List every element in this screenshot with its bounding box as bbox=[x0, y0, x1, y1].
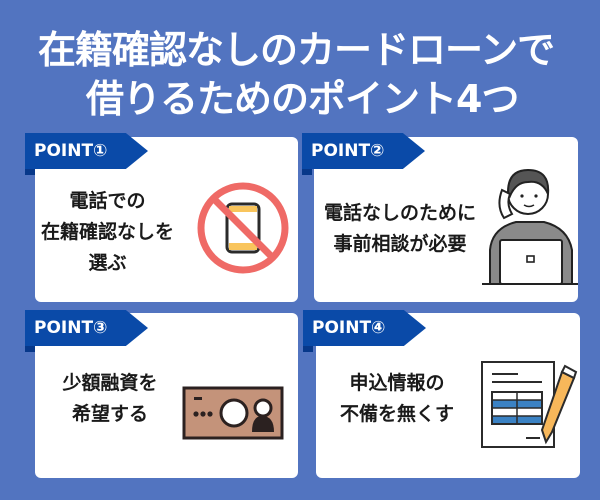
point-text-1: 電話での 在籍確認なしを 選ぶ bbox=[40, 190, 174, 274]
banknote-icon bbox=[182, 386, 284, 440]
banner-fold bbox=[303, 346, 313, 352]
point-text-2: 電話なしのために 事前相談が必要 bbox=[323, 202, 476, 255]
page-title-line-2: 借りるためのポイント4つ bbox=[86, 77, 519, 121]
point-banner-3: POINT③ bbox=[25, 310, 148, 346]
person-on-phone-icon bbox=[482, 168, 578, 285]
point-banner-1: POINT① bbox=[25, 133, 148, 169]
point-banner-4: POINT④ bbox=[303, 310, 426, 346]
point-banner-2: POINT② bbox=[302, 133, 425, 169]
point-text-3: 少額融資を 希望する bbox=[62, 372, 158, 425]
banner-fold bbox=[25, 169, 35, 175]
no-phone-icon bbox=[197, 182, 289, 274]
point-text-4: 申込情報の 不備を無くす bbox=[339, 372, 454, 425]
document-pen-icon bbox=[481, 361, 578, 448]
banner-fold bbox=[25, 346, 35, 352]
page-title-line-1: 在籍確認なしのカードローンで bbox=[38, 28, 555, 72]
banner-fold bbox=[302, 169, 312, 175]
